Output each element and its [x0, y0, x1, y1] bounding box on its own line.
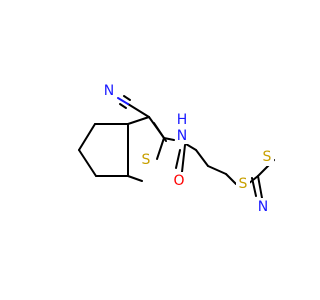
- cyclohexane-ring: [78, 123, 129, 177]
- carbonyl-group: [175, 144, 186, 173]
- bond: [127, 103, 150, 118]
- amide-hydrogen-label: H: [177, 112, 188, 128]
- amide-linker: [163, 137, 227, 175]
- thiophene-ring: [127, 116, 167, 182]
- benzothiazole-sulfur-label: S: [263, 149, 272, 165]
- bond: [181, 144, 186, 173]
- thioether-sulfur-label: S: [239, 176, 248, 192]
- bond: [195, 149, 209, 167]
- bond: [207, 165, 227, 175]
- molecule-canvas: N N H S O S S N: [78, 81, 275, 216]
- bond: [119, 103, 127, 109]
- bond: [163, 137, 175, 141]
- bond: [185, 143, 197, 151]
- bond: [78, 149, 97, 177]
- atom-labels: N N H S O S S N: [102, 81, 274, 216]
- bond: [127, 175, 143, 182]
- carbonyl-oxygen-label: O: [173, 173, 184, 189]
- bond: [175, 149, 181, 169]
- thiophene-sulfur-label: S: [142, 152, 151, 168]
- bond: [251, 177, 257, 197]
- bond: [117, 97, 129, 105]
- nitrile-group: [117, 95, 150, 118]
- bond: [78, 123, 96, 151]
- bond: [225, 173, 237, 185]
- bond: [156, 137, 165, 160]
- bond: [127, 116, 150, 125]
- nitrile-nitrogen-label: N: [104, 83, 114, 99]
- bond: [257, 175, 263, 199]
- amide-nitrogen-label: N: [177, 128, 187, 144]
- benzothiazole-nitrogen-label: N: [258, 199, 268, 215]
- molecule-structure: N N H S O S S N: [78, 81, 275, 216]
- bond: [123, 95, 131, 101]
